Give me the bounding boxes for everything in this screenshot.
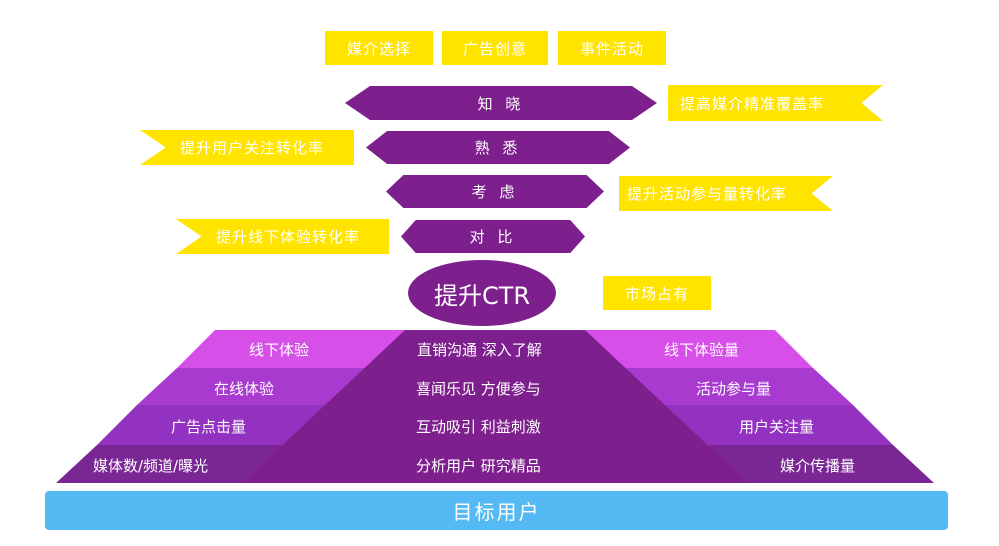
pyramid-right-row-1 <box>585 330 813 368</box>
pyramid-left-row-1 <box>177 330 405 368</box>
pyramid-center-label-3: 互动吸引 利益刺激 <box>416 418 541 436</box>
pyramid-center <box>242 330 748 483</box>
flag-user-attention: 提升用户关注转化率 <box>140 130 354 165</box>
target-users-bar: 目标用户 <box>45 491 948 530</box>
top-box-media-selection: 媒介选择 <box>325 31 433 65</box>
funnel-stage-awareness: 知 晓 <box>345 86 657 120</box>
ctr-ellipse: 提升CTR <box>408 260 556 326</box>
funnel-stage-familiarity: 熟 悉 <box>366 131 630 164</box>
pyramid-left-label-3: 广告点击量 <box>171 418 247 436</box>
market-share-box: 市场占有 <box>603 276 711 310</box>
pyramid-center-label-2: 喜闻乐见 方便参与 <box>416 380 541 398</box>
flag-activity-participation: 提升活动参与量转化率 <box>619 176 833 211</box>
pyramid-center-label-1: 直销沟通 深入了解 <box>417 341 542 359</box>
pyramid-left-label-4: 媒体数/频道/曝光 <box>93 457 209 475</box>
flag-user-attention-label: 提升用户关注转化率 <box>180 139 325 157</box>
flag-activity-participation-label: 提升活动参与量转化率 <box>627 185 788 203</box>
flag-offline-experience: 提升线下体验转化率 <box>176 219 389 254</box>
pyramid-right-label-1: 线下体验量 <box>664 341 740 359</box>
flag-media-coverage-label: 提高媒介精准覆盖率 <box>680 94 825 113</box>
pyramid-right-label-2: 活动参与量 <box>696 380 772 398</box>
funnel-stage-consideration: 考 虑 <box>386 175 604 208</box>
pyramid-right-label-3: 用户关注量 <box>739 418 815 436</box>
target-users-label: 目标用户 <box>452 500 541 524</box>
ctr-label: 提升CTR <box>433 281 531 310</box>
top-box-ad-creative: 广告创意 <box>442 31 548 65</box>
pyramid-left-label-1: 线下体验 <box>249 341 310 359</box>
top-box-event-activity: 事件活动 <box>558 31 666 65</box>
funnel-stage-comparison: 对 比 <box>401 220 585 253</box>
flag-media-coverage: 提高媒介精准覆盖率 <box>668 85 883 121</box>
pyramid-center-label-4: 分析用户 研究精品 <box>416 457 541 475</box>
flag-offline-experience-label: 提升线下体验转化率 <box>216 228 361 246</box>
pyramid-left-label-2: 在线体验 <box>214 380 275 398</box>
pyramid-right-label-4: 媒介传播量 <box>780 457 856 475</box>
